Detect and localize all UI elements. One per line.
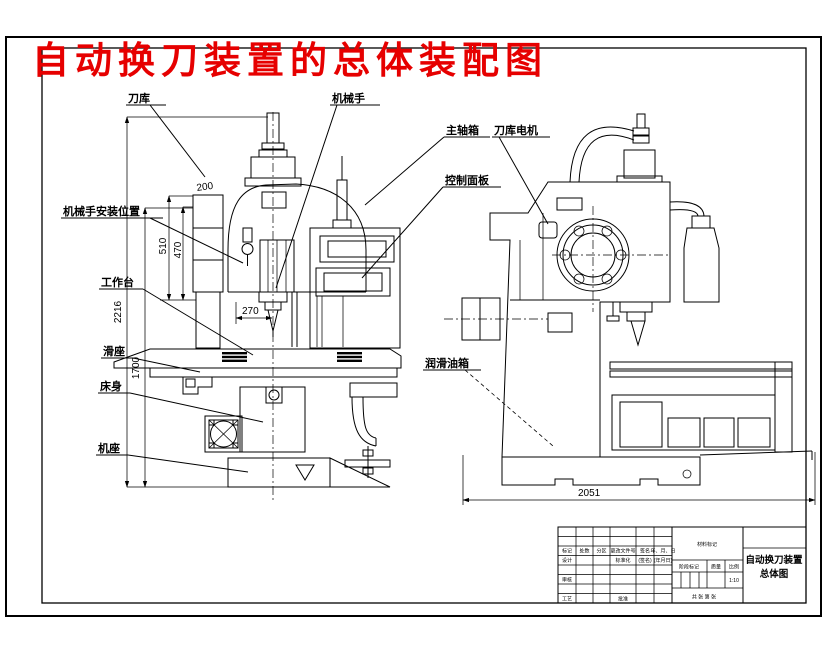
manipulator-mount-marker: [241, 227, 254, 266]
front-view: 2216 1700 510 470 200 270: [113, 112, 402, 500]
magazine-motor-box: [538, 221, 558, 239]
dim-200: 200: [196, 181, 214, 194]
dim-1700: 1700: [131, 356, 142, 379]
machine-column-front: [309, 156, 401, 349]
spindle-tool-side: [606, 301, 653, 347]
bed-front: [204, 386, 306, 453]
tb-design: 设计: [562, 557, 572, 564]
tb-stage-mark: 阶段标记: [679, 564, 699, 571]
sheet-border: [5, 36, 822, 617]
tb-standardization: 标准化: [615, 557, 630, 564]
dim-2216: 2216: [113, 300, 124, 323]
front-dimensions: 2216 1700 510 470 200 270: [113, 116, 273, 488]
tb-date: 年、月、日: [650, 548, 675, 555]
side-dimension: 2051: [462, 452, 816, 505]
tb-review: 审核: [562, 577, 572, 584]
tb-sheet-note: 共 张 第 张: [692, 594, 716, 601]
tb-weight: 质量: [711, 564, 721, 571]
label-manipulator-mount: 机械手安装位置: [63, 204, 140, 218]
tb-approve: 批准: [618, 596, 628, 603]
tool-magazine-front: [192, 194, 224, 349]
base-front: [227, 457, 391, 488]
tb-signature: 签名: [640, 548, 650, 555]
drawing-main-title: 自动换刀装置的总体装配图: [32, 40, 548, 82]
dim-470: 470: [173, 241, 184, 258]
label-manipulator: 机械手: [332, 91, 365, 105]
side-view: 2051: [444, 113, 816, 505]
label-spindle-box: 主轴箱: [446, 123, 479, 137]
tb-date2: (年月日): [654, 557, 673, 564]
tb-drawing-title-1: 自动换刀装置: [745, 554, 803, 566]
tb-change-file: 更改文件号: [610, 548, 635, 555]
tb-count: 处数: [579, 548, 589, 555]
t-slot-blocks: [222, 352, 362, 362]
label-magazine-motor: 刀库电机: [494, 123, 538, 137]
worktable-side: [609, 361, 793, 453]
label-slide-seat: 滑座: [103, 344, 125, 358]
tb-process: 工艺: [562, 597, 572, 603]
dim-510: 510: [158, 237, 169, 254]
callout-labels: 刀库 机械手 主轴箱 刀库电机 控制面板 机械手安装位置 工作台 滑座 床身: [61, 91, 554, 473]
tb-mark: 标记: [562, 548, 572, 555]
tb-zone: 分区: [596, 548, 606, 555]
label-machine-base: 机座: [98, 441, 120, 455]
label-lube-oil-tank: 润滑油箱: [425, 356, 469, 370]
label-tool-magazine: 刀库: [128, 91, 150, 105]
tb-scale-value: 1:10: [729, 578, 739, 584]
worktable-front: [113, 348, 402, 378]
label-control-panel: 控制面板: [445, 173, 490, 187]
label-worktable: 工作台: [101, 275, 134, 289]
title-block: 标记 处数 分区 更改文件号 签名 年、月、日 设计 标准化 (签名) (年月日…: [557, 526, 807, 604]
dim-2051: 2051: [578, 488, 601, 499]
tb-drawing-title-2: 总体图: [760, 568, 789, 580]
dim-270: 270: [242, 306, 259, 317]
tb-scale-label: 比例: [729, 564, 739, 571]
side-left-bracket: [444, 297, 573, 341]
tb-material-mark: 材料标记: [697, 541, 717, 548]
bottle-side: [683, 215, 720, 303]
tb-sig: (签名): [638, 557, 652, 564]
side-motor: [569, 113, 705, 217]
base-side: [501, 450, 813, 486]
spindle-tool-front: [258, 291, 288, 337]
label-bed: 床身: [100, 379, 122, 393]
right-bracket-front: [344, 382, 398, 478]
tool-magazine-disk: [552, 206, 668, 312]
